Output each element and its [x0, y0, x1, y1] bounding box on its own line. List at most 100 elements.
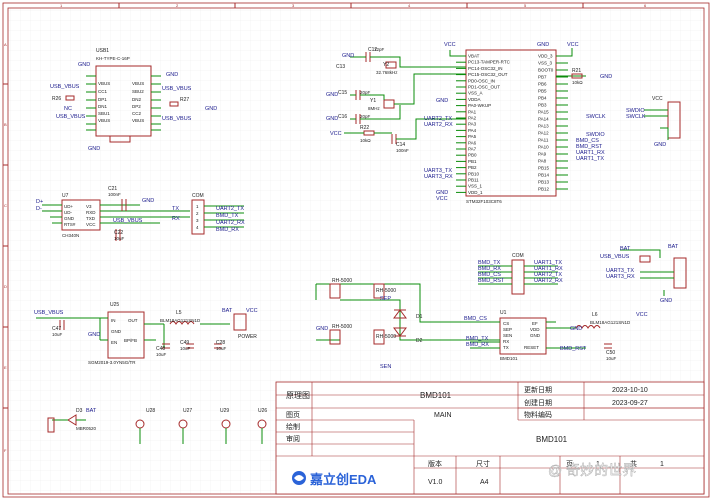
mcu-right-pin-labels: VDD_3VSS_3BOOT0PB7PB6PB5PB4PB3PA15PA14PA… [538, 54, 568, 192]
stm32-mcu[interactable]: STM32F103C8T6 VBATPC13-TAMPER-RTCPC14-OS… [449, 48, 586, 204]
net-bmd-tx: BMD_TX [466, 336, 489, 342]
usb-value: KH-TYPE-C-16P [96, 56, 130, 61]
ldo-pin-gnd: GND [111, 329, 122, 334]
net-gnd-usb-r: GND [166, 72, 178, 78]
net-bmd-rx-c2: BMD_RX [478, 266, 501, 272]
mcu-pin-left-1: PC13-TAMPER-RTC [468, 60, 511, 65]
net-uart3-rx-mcu: UART3_RX [424, 174, 453, 180]
net-usb-vbus-3: USB_VBUS [162, 86, 192, 92]
rh1-label: RH-5000 [332, 278, 352, 284]
mcu-value: STM32F103C8T6 [466, 199, 502, 204]
mcu-pin-right-17: PB14 [538, 173, 550, 178]
ch340-pin-gnd: GND [64, 216, 75, 221]
mcu-pin-left-20: PB11 [468, 178, 479, 183]
mcu-pin-right-15: PA8 [538, 159, 547, 164]
mcu-pin-left-15: PA7 [468, 147, 477, 152]
test-points[interactable]: U28 U27 U29 U26 [135, 408, 267, 444]
usb-ref: USB1 [96, 48, 109, 54]
net-bmd-rx-com: BMD_RX [216, 227, 239, 233]
mcu-pin-left-2: PC14-OSC32_IN [468, 66, 503, 71]
net-usb-vbus-4: USB_VBUS [162, 116, 192, 122]
com1-pin-1: 1 [196, 204, 199, 209]
row-label-f: F [4, 448, 7, 453]
r22-ref: R22 [360, 125, 369, 131]
bmd-pin-sen: SEN [503, 333, 512, 338]
col-label-2: 2 [176, 3, 179, 8]
usb-pin-vbus-r1: VBUS [132, 81, 144, 86]
c28-value: 10uF [216, 346, 227, 351]
crystal-circuit[interactable]: Y2 32.768kHz Y1 8MHz C12 12pF C15 20pF C… [336, 47, 466, 124]
net-bmd-tx-c2: BMD_TX [478, 260, 501, 266]
net-usb-vbus-2: USB_VBUS [56, 114, 86, 120]
net-uart2-rx-c2: UART2_RX [534, 278, 563, 284]
usb-type-c-connector[interactable]: USB1 KH-TYPE-C-16P VBUS CC1 DP1 DN1 SBU1… [52, 48, 189, 143]
c15-ref: C15 [338, 90, 347, 96]
net-gnd-rh: GND [316, 326, 328, 332]
mcu-pin-left-4: PD0-OSC_IN [468, 78, 495, 83]
mcu-pin-right-6: PB4 [538, 96, 547, 101]
ldo-regulator[interactable]: U25 SGM2019-3.0YN5G/TR IN GND EN OUT BP/… [36, 302, 257, 365]
c50-ref: C50 [606, 350, 615, 356]
usb-left-pins: VBUS CC1 DP1 DN1 SBU1 VBUS [98, 81, 110, 123]
bmd-pin-reset: RESET [524, 345, 539, 350]
mcu-pin-left-0: VBAT [468, 54, 480, 59]
c49-value: 10uF [180, 346, 191, 351]
usb-pin-vbus-l2: VBUS [98, 118, 110, 123]
net-bat-d3: BAT [86, 408, 97, 414]
tp-u28: U28 [146, 408, 155, 414]
mcu-pin-right-13: PA10 [538, 145, 549, 150]
tb-principle-label: 原理图 [286, 391, 310, 400]
mcu-pin-left-10: PA2 [468, 116, 477, 121]
r21-value: 10kΩ [572, 80, 583, 85]
net-gnd-swd: GND [654, 142, 666, 148]
com-header-1[interactable]: COM 1 2 3 4 [191, 193, 244, 235]
bmd101-ecg-chip[interactable]: U1 BMD101 CS SEP SEN RX TX EF VDD GND RE… [315, 278, 631, 361]
bmd-ref: U1 [500, 310, 507, 316]
mcu-pin-right-19: PB12 [538, 187, 550, 192]
ch340-ref: U7 [62, 193, 69, 199]
tb-total-label: 共 [630, 459, 637, 468]
c12-value: 12pF [374, 47, 385, 52]
net-vcc-vdd3: VCC [567, 42, 579, 48]
bmd-pin-sep: SEP [503, 327, 512, 332]
mcu-pin-left-16: PB0 [468, 153, 477, 158]
net-swdio-hdr: SWDIO [626, 108, 645, 114]
ldo-value: SGM2019-3.0YN5G/TR [88, 360, 136, 365]
mcu-pin-right-8: PA15 [538, 110, 549, 115]
net-uart2-tx-c2: UART2_TX [534, 272, 562, 278]
mcu-left-pin-labels: VBATPC13-TAMPER-RTCPC14-OSC32_INPC15-OSC… [456, 54, 511, 195]
ch340-pin-rts: RTS# [64, 222, 76, 227]
net-uart2-rx-mcu: UART2_RX [424, 122, 453, 128]
power-label: POWER [238, 334, 257, 340]
tb-project: BMD101 [536, 435, 568, 444]
net-tx: TX [172, 206, 179, 212]
net-gnd-r-conn: GND [660, 298, 672, 304]
c15-value: 20pF [360, 90, 371, 95]
net-swclk-mcu: SWCLK [586, 114, 606, 120]
reset-circuit[interactable]: R22 10kΩ C14 100nF [344, 118, 466, 153]
net-usb-vbus-r: USB_VBUS [600, 254, 630, 260]
c16-value: 20pF [360, 114, 371, 119]
net-uart3-tx-mcu: UART3_TX [424, 168, 452, 174]
mcu-pin-right-1: VSS_3 [538, 61, 553, 66]
mcu-pin-right-5: PB5 [538, 89, 547, 94]
mcu-pin-right-18: PB13 [538, 180, 550, 185]
usb-pin-vbus-l1: VBUS [98, 81, 110, 86]
mcu-pin-right-2: BOOT0 [538, 68, 554, 73]
bat-uart-connector[interactable]: BAT USB_VBUS BAT UART3_TX UART3_RX GND [600, 244, 687, 304]
rh2-label: RH-5000 [332, 324, 352, 330]
tb-size-label: 尺寸 [476, 459, 490, 468]
ldo-pin-out: OUT [128, 318, 138, 323]
swd-header[interactable]: VCC SWDIO SWCLK GND [626, 96, 681, 148]
usb-pin-dn2: DN2 [132, 97, 141, 102]
diode-d3[interactable]: D3 MBR0520 BAT [47, 408, 97, 433]
net-vcc-reset: VCC [330, 131, 342, 137]
r27-ref: R27 [180, 97, 189, 103]
y2-value: 32.768kHz [376, 70, 398, 75]
bmd-value: BMD101 [500, 356, 518, 361]
bmd-pin-tx: TX [503, 345, 509, 350]
lceda-logo: 嘉立创EDA [292, 471, 377, 487]
ch340n-usb-uart[interactable]: U7 CH340N UD+ UD- GND RTS# V3 RXD TXD VC… [42, 186, 190, 241]
com-header-2[interactable]: COM BMD_TX BMD_RX BMD_CS BMD_RST UART1_T… [478, 253, 563, 295]
net-nc: NC [64, 106, 72, 112]
